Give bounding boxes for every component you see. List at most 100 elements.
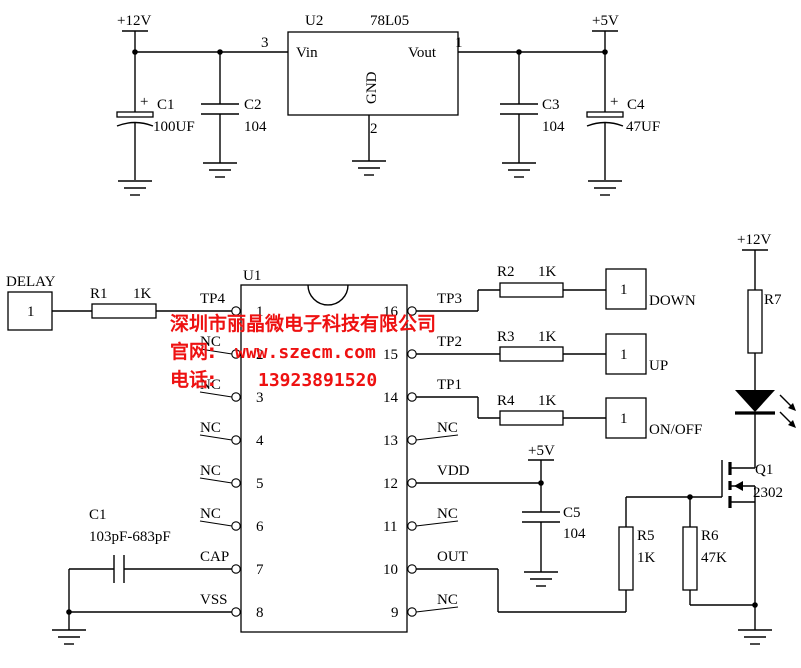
r4-ref: R4 [497, 393, 515, 409]
pin-name: TP3 [437, 291, 462, 307]
u2-gnd-label: GND [364, 71, 380, 104]
up-box [605, 333, 647, 375]
pin-name: NC [200, 334, 221, 350]
pin-num: 1 [256, 304, 264, 320]
c1-ref: C1 [157, 97, 175, 113]
pin-name: NC [200, 377, 221, 393]
r4-body [499, 410, 564, 426]
ground-symbol [524, 571, 558, 587]
c4-ref: C4 [627, 97, 645, 113]
nc-stub [415, 520, 459, 527]
u2-pin-gnd: 2 [370, 121, 378, 137]
c1-polarity: + [140, 94, 148, 110]
r7-ref: R7 [764, 292, 782, 308]
ground-symbol [588, 180, 622, 196]
c3-value: 104 [542, 119, 565, 135]
pin-num: 7 [256, 562, 264, 578]
c4-value: 47UF [626, 119, 660, 135]
pin-name: NC [437, 592, 458, 608]
ic-pin-left: NC 5 [200, 463, 264, 492]
ic-pin-right: TP1 14 [383, 377, 462, 406]
c1-value: 100UF [153, 119, 195, 135]
r7-body [747, 289, 763, 354]
c1-plate-positive [116, 111, 154, 118]
ground-symbol [52, 629, 86, 645]
r5-value: 1K [637, 550, 656, 566]
r2-value: 1K [538, 264, 557, 280]
ic-pin-right: OUT 10 [383, 549, 468, 578]
r3-value: 1K [538, 329, 557, 345]
u2-pin-in: 3 [261, 35, 269, 51]
watermark-phone-label: 电话: [170, 368, 216, 391]
pin-num: 15 [383, 347, 398, 363]
rail-12v-label: +12V [117, 13, 151, 29]
c5-value: 104 [563, 526, 586, 542]
nc-stub [199, 477, 233, 484]
ic-pin-left: TP4 1 [200, 291, 264, 320]
u2-pin-out: 1 [455, 35, 463, 51]
c2-value: 104 [244, 119, 267, 135]
pin-num: 5 [256, 476, 264, 492]
r3-ref: R3 [497, 329, 515, 345]
pin-name: NC [437, 420, 458, 436]
nc-stub [415, 434, 459, 441]
pin-name: NC [200, 420, 221, 436]
rail-5v-label: +5V [592, 13, 619, 29]
ic-pin-left: VSS 8 [200, 592, 264, 621]
ground-symbol [738, 629, 772, 645]
pin-num: 16 [383, 304, 399, 320]
r1-body [91, 303, 157, 319]
ic-pin-right: TP2 15 [383, 334, 462, 363]
q1-mosfet [721, 460, 755, 508]
r3-body [499, 346, 564, 362]
down-box-num: 1 [620, 282, 628, 298]
pin-num: 11 [383, 519, 397, 535]
q1-ref: Q1 [755, 462, 773, 478]
ground-symbol [203, 162, 237, 178]
regulator-u2-body [287, 31, 459, 116]
onoff-box-num: 1 [620, 411, 628, 427]
down-box [605, 268, 647, 310]
ic-ref: U1 [243, 268, 261, 284]
junction [66, 609, 72, 615]
led-light-arrows-icon [779, 394, 796, 428]
nc-stub [415, 606, 459, 613]
ccap-value: 103pF-683pF [89, 529, 171, 545]
ic-u1-body [240, 284, 408, 633]
c1-plate-negative [116, 121, 154, 127]
r6-ref: R6 [701, 528, 719, 544]
pin-num: 8 [256, 605, 264, 621]
pin-num: 2 [256, 347, 264, 363]
led-rail-label: +12V [737, 232, 771, 248]
nc-stub [199, 348, 233, 355]
r6-body [682, 526, 698, 591]
ic-pin-left: NC 3 [200, 377, 264, 406]
nc-stub [199, 434, 233, 441]
watermark-site-label: 官网: [170, 340, 216, 363]
c2-ref: C2 [244, 97, 262, 113]
pin-name: TP1 [437, 377, 462, 393]
up-label: UP [649, 358, 668, 374]
r4-value: 1K [538, 393, 557, 409]
ic-pin-left: NC 2 [200, 334, 264, 363]
ic-pin-right: VDD 12 [383, 463, 470, 492]
led-diode [735, 390, 775, 412]
regulator-section: +12V + C1 100UF C2 104 U2 78L05 Vin Vout… [116, 13, 660, 196]
ic-pin-left: NC 6 [200, 506, 264, 535]
watermark-site: www.szecm.com [235, 342, 376, 363]
pin-num: 6 [256, 519, 264, 535]
c5-ref: C5 [563, 505, 581, 521]
q1-part: 2302 [753, 485, 783, 501]
ccap-ref: C1 [89, 507, 107, 523]
r6-value: 47K [701, 550, 727, 566]
nc-stub [199, 391, 233, 398]
r1-ref: R1 [90, 286, 108, 302]
pin-name: TP2 [437, 334, 462, 350]
nc-stub [199, 520, 233, 527]
up-box-num: 1 [620, 347, 628, 363]
ic-pin-right: TP3 16 [383, 291, 462, 320]
ic-pin-right: NC 13 [383, 420, 458, 449]
pin-num: 4 [256, 433, 264, 449]
u2-vout-label: Vout [408, 45, 437, 61]
